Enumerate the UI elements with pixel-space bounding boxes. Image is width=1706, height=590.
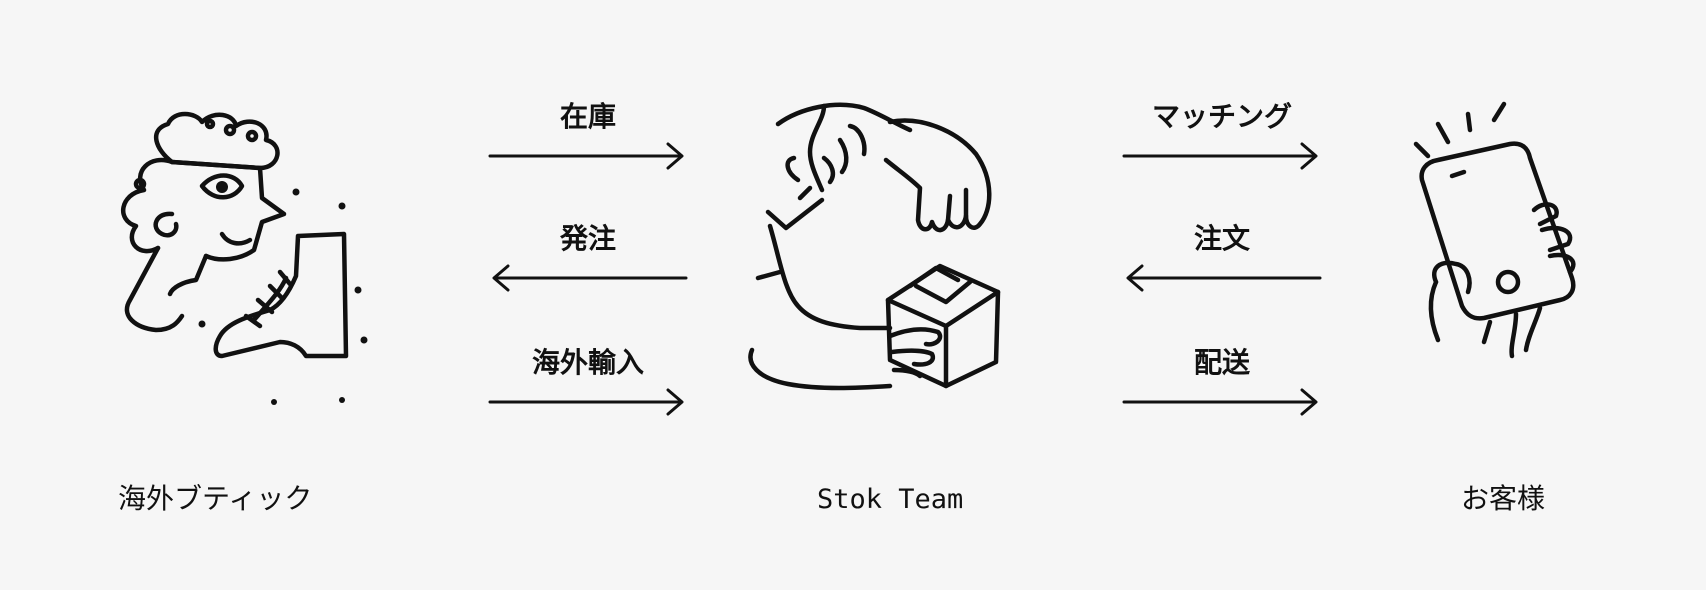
arrow-right-icon [488, 142, 684, 170]
customer-label: お客様 [1461, 482, 1546, 515]
flow-matching: マッチング [1122, 100, 1322, 170]
boutique-person-with-boot-icon [110, 110, 410, 420]
hand-holding-phone-icon [1400, 100, 1630, 400]
flow-inventory: 在庫 [488, 100, 688, 170]
flow-customer-order: 注文 [1122, 222, 1322, 292]
flow-label-delivery: 配送 [1193, 346, 1250, 379]
arrow-right-icon [1122, 388, 1318, 416]
hands-with-box-icon [740, 100, 1040, 420]
arrow-left-icon [492, 264, 688, 292]
flow-delivery: 配送 [1122, 346, 1322, 416]
boutique-label: 海外ブティック [118, 482, 313, 515]
arrow-left-icon [1126, 264, 1322, 292]
flow-label-customer-order: 注文 [1193, 222, 1250, 255]
arrow-right-icon [488, 388, 684, 416]
team-label: Stok Team [817, 484, 964, 515]
flow-label-order: 発注 [559, 222, 616, 255]
flow-label-import: 海外輸入 [531, 346, 644, 379]
flow-order: 発注 [488, 222, 688, 292]
flow-label-matching: マッチング [1151, 100, 1292, 133]
arrow-right-icon [1122, 142, 1318, 170]
flow-label-inventory: 在庫 [559, 100, 616, 133]
flow-import: 海外輸入 [488, 346, 688, 416]
